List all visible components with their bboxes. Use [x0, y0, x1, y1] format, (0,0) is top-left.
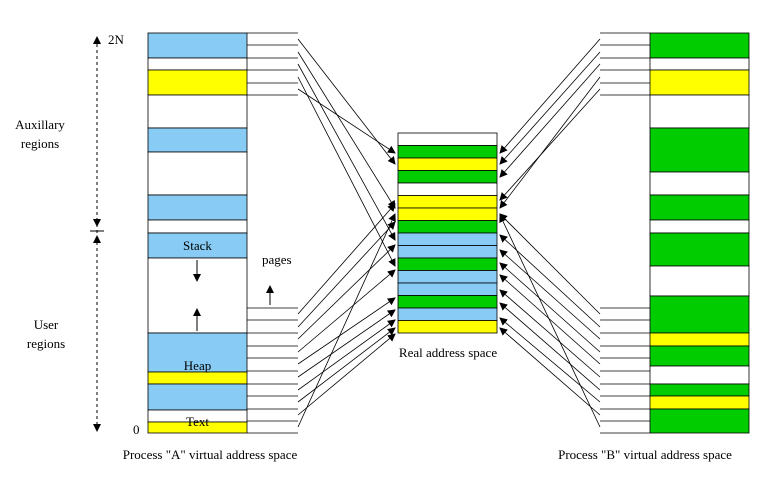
top-address-label: 2N — [108, 32, 124, 47]
real-frame — [397, 220, 498, 234]
region-divider-arrow — [93, 235, 101, 243]
process-b-block — [649, 345, 750, 367]
process-a-block — [147, 94, 248, 129]
page-mapping-arrow — [297, 297, 396, 365]
heap-label: Heap — [183, 358, 212, 373]
axis-top-arrow — [93, 36, 101, 44]
process-b-block — [649, 32, 750, 59]
real-frame — [397, 145, 498, 159]
real-frame — [397, 170, 498, 184]
real-frame — [397, 282, 498, 296]
page-mapping-arrow — [499, 88, 601, 201]
page-mapping-arrow — [499, 234, 601, 328]
process-b-block — [649, 94, 750, 129]
process-b-block — [649, 57, 750, 71]
page-mapping-arrow — [499, 214, 601, 428]
address-axis — [90, 36, 274, 432]
process-a-page-table — [247, 32, 298, 434]
real-frame — [397, 182, 498, 196]
page-mapping-arrow — [297, 244, 396, 340]
process-a-block — [147, 194, 248, 221]
process-a-block — [147, 127, 248, 153]
page-mapping-arrow — [297, 333, 396, 416]
real-address-space-label: Real address space — [398, 345, 498, 360]
page-mapping-arrow — [297, 221, 396, 328]
process-b-block — [649, 395, 750, 410]
region-divider-arrow — [93, 219, 101, 227]
process-a-block — [147, 32, 248, 59]
stack-label: Stack — [183, 238, 212, 253]
page-mapping-arrow — [499, 317, 601, 403]
process-b-block — [649, 265, 750, 297]
page-mapping-arrow — [499, 289, 601, 378]
page-mapping-arrow — [297, 213, 396, 428]
process-b-address-space — [649, 32, 750, 434]
real-address-space — [397, 132, 498, 334]
page-mapping-arrow — [297, 51, 396, 209]
auxiliary-regions-label: Auxillary regions — [15, 117, 65, 151]
process-b-block — [649, 332, 750, 347]
user-regions-label: User regions — [26, 317, 66, 351]
real-frame — [397, 232, 498, 246]
page-mapping-arrow — [499, 249, 601, 340]
process-b-block — [649, 127, 750, 173]
real-frame — [397, 132, 498, 146]
page-mapping-arrow — [297, 38, 396, 165]
page-mapping-arrow — [297, 269, 396, 353]
process-a-block — [147, 151, 248, 196]
process-a-caption: Process "A" virtual address space — [122, 447, 298, 462]
axis-bottom-arrow — [93, 424, 101, 432]
process-b-block — [649, 219, 750, 234]
page-mapping-arrow — [499, 262, 601, 353]
page-mapping-arrow — [499, 302, 601, 391]
real-frame — [397, 207, 498, 221]
process-b-caption: Process "B" virtual address space — [558, 447, 732, 462]
page-mapping-arrow — [297, 309, 396, 378]
real-frame — [397, 195, 498, 209]
text-label: Text — [186, 414, 209, 429]
process-a-block — [147, 232, 248, 259]
page-mapping-arrow — [297, 88, 396, 154]
page-mapping-arrow — [499, 76, 601, 209]
process-a-block — [147, 57, 248, 71]
page-mapping-arrow — [499, 51, 601, 165]
page-mapping-arrow — [499, 213, 601, 315]
page-mapping-arrow — [499, 63, 601, 178]
page-mapping-arrow — [297, 203, 396, 315]
real-frame — [397, 307, 498, 321]
page-mapping-arrow — [499, 38, 601, 154]
process-b-block — [649, 194, 750, 221]
process-b-block — [649, 365, 750, 385]
process-a-block — [147, 421, 248, 434]
real-frame — [397, 257, 498, 271]
process-b-block — [649, 171, 750, 196]
real-frame — [397, 157, 498, 171]
real-frame — [397, 270, 498, 284]
process-b-block — [649, 295, 750, 334]
page-mapping-arrow — [297, 319, 396, 391]
real-frame — [397, 245, 498, 259]
process-b-page-table — [600, 32, 650, 434]
process-b-block — [649, 232, 750, 267]
page-mapping-arrow — [499, 274, 601, 365]
process-b-block — [649, 408, 750, 434]
page-mapping-arrows — [297, 38, 601, 428]
page-mapping-arrow — [297, 327, 396, 403]
page-mapping-arrow — [297, 76, 396, 267]
process-b-block — [649, 69, 750, 96]
real-frame — [397, 320, 498, 334]
process-b-block — [649, 383, 750, 397]
page-mapping-arrow — [499, 327, 601, 416]
page-mapping-arrow — [297, 63, 396, 241]
process-a-block — [147, 219, 248, 234]
process-a-block — [147, 69, 248, 96]
process-a-address-space — [147, 32, 248, 434]
bottom-address-label: 0 — [133, 422, 140, 437]
real-frame — [397, 295, 498, 309]
process-a-block — [147, 383, 248, 411]
pages-label: pages — [262, 252, 292, 267]
